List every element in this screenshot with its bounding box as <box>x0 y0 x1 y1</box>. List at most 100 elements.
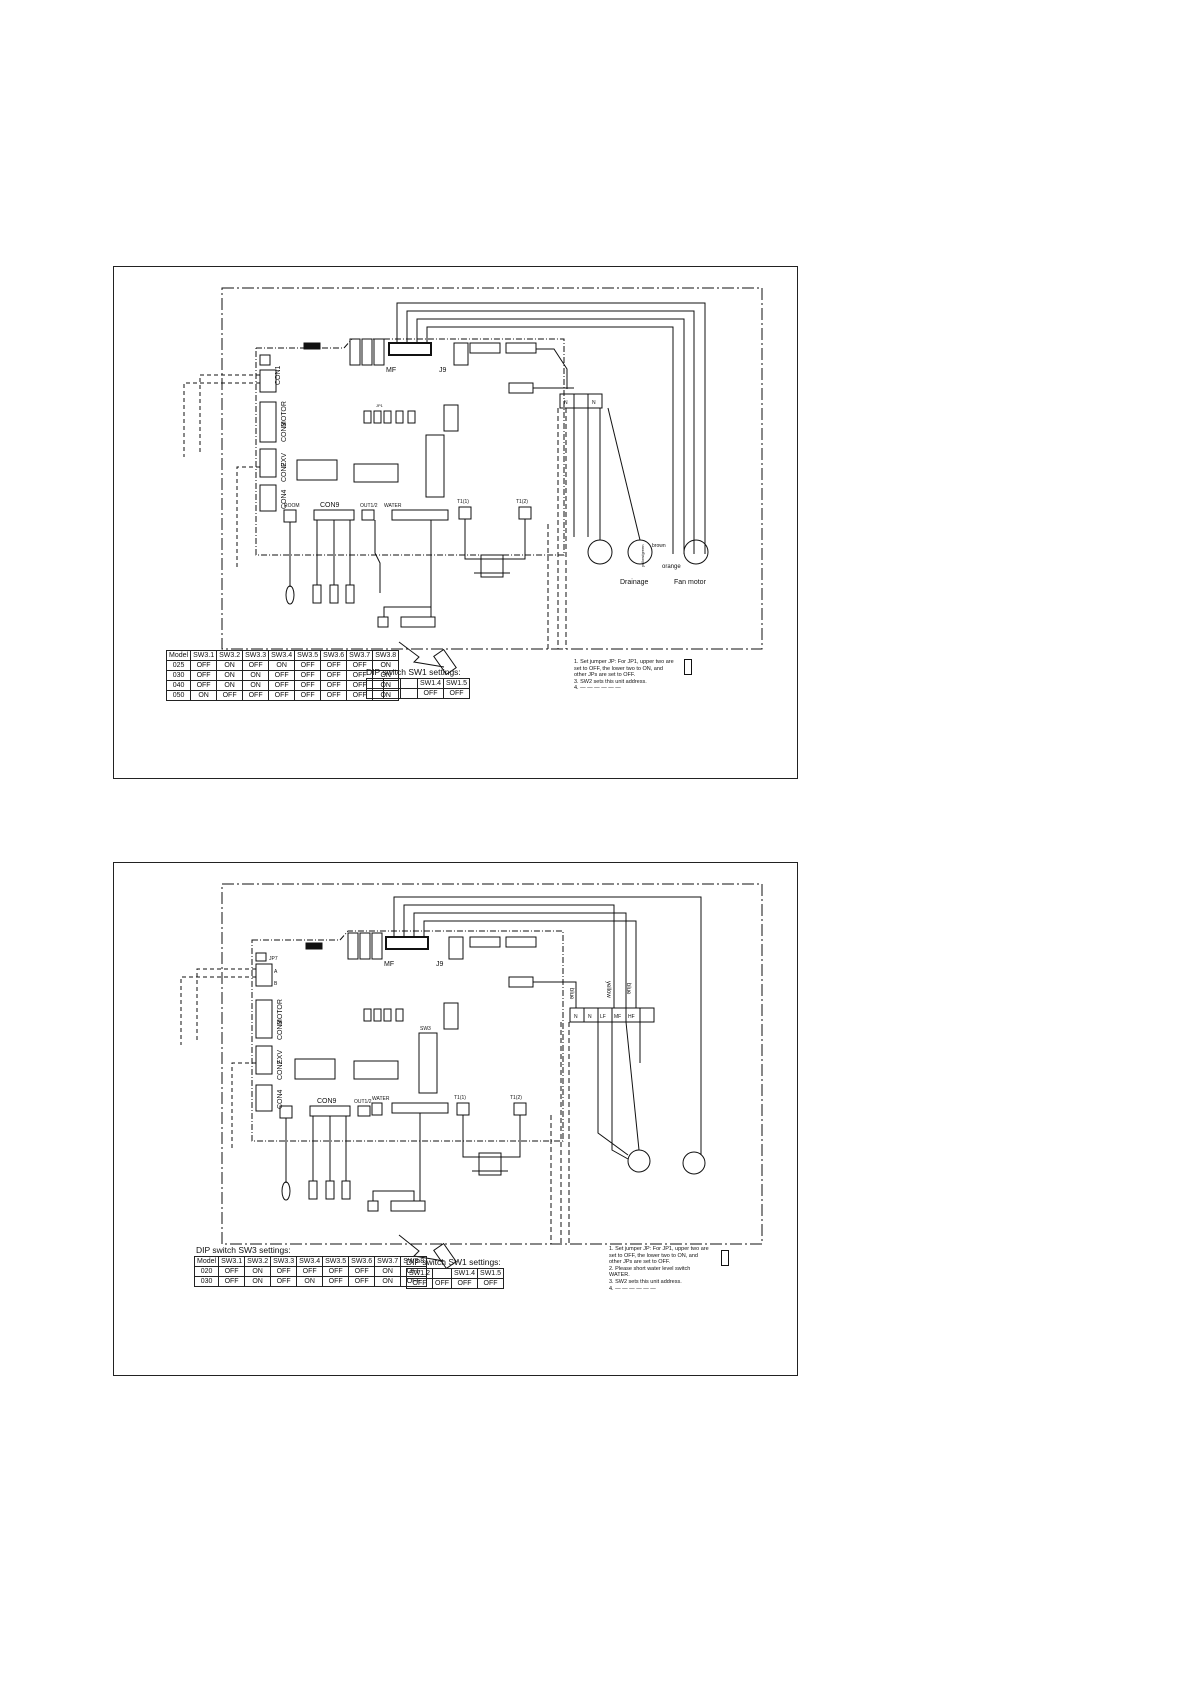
sw1-dip-switch <box>353 463 399 483</box>
fan-motor-label: Fan motor <box>674 579 707 586</box>
table-cell: ON <box>374 1266 402 1277</box>
table-cell: OFF <box>218 1266 246 1277</box>
note-line: 2. Please short water level switch <box>609 1265 691 1272</box>
table-cell: 030 <box>165 670 192 681</box>
drainage-label: Drainage <box>620 579 649 586</box>
t2-sensor-connector <box>518 506 532 520</box>
table-cell: SW3.6 <box>348 1256 376 1267</box>
jumper-icon <box>684 659 692 675</box>
display-board <box>390 1200 426 1212</box>
terminal-n-2: N <box>592 400 596 406</box>
table-cell: OFF <box>322 1276 350 1287</box>
sw3-dip-switch <box>418 1032 438 1094</box>
capacitor <box>395 1008 404 1022</box>
capacitor <box>383 1008 392 1022</box>
capacitor <box>373 410 382 424</box>
mf-connector <box>385 936 429 950</box>
water-switch <box>371 1102 383 1116</box>
table-cell: ON <box>374 1276 402 1287</box>
table-cell: 020 <box>193 1266 220 1277</box>
pcb-outline <box>255 338 565 556</box>
relay-small <box>505 342 537 354</box>
con9-connector <box>309 1105 351 1117</box>
a-b-connector <box>255 963 273 987</box>
table-cell: OFF <box>294 680 322 691</box>
brown-wire-label: brown <box>652 543 666 549</box>
con1-label: CON1 <box>275 365 282 385</box>
table-cell: ON <box>242 680 270 691</box>
con2-label: CON2 <box>281 462 288 482</box>
t1-label: T1(1) <box>454 1095 466 1101</box>
connector-bar <box>391 509 449 521</box>
table-cell: ON <box>216 660 244 671</box>
pipe-sensor <box>345 584 355 604</box>
out-label: OUT1/2 <box>354 1099 372 1105</box>
wiring-diagram-1: MF J9 CON1 MOTOR CON3 EXV CON2 CON4 ROOM… <box>183 287 763 676</box>
t2-label: T1(2) <box>516 499 528 505</box>
terminal-hf: HF <box>628 1014 635 1020</box>
sw3-caption-2: DIP switch SW3 settings: <box>196 1245 291 1255</box>
out-label: OUT1/2 <box>360 503 378 509</box>
mf-label: MF <box>386 367 396 374</box>
pipe-sensor <box>308 1180 318 1200</box>
table-cell: OFF <box>270 1276 298 1287</box>
sw2-dip-switch <box>296 459 338 481</box>
table-cell: ON <box>296 1276 324 1287</box>
transformer-block <box>443 1002 459 1030</box>
table-cell: OFF <box>320 690 348 701</box>
sw3-label: SW3 <box>420 1026 431 1032</box>
unit-enclosure <box>221 883 763 1245</box>
table-cell: SW3.2 <box>216 650 244 661</box>
table-cell: OFF <box>405 1278 434 1289</box>
drainage-pump-symbol <box>587 539 613 565</box>
pcb-outline <box>251 930 564 1142</box>
capacitor <box>395 410 404 424</box>
exv-label: EXV <box>277 1050 284 1064</box>
table-cell: SW3.3 <box>270 1256 298 1267</box>
pipe-sensor <box>329 584 339 604</box>
note-line: other JPs are set to OFF. <box>574 672 636 679</box>
motor-label: MOTOR <box>281 401 288 427</box>
capacitor <box>407 410 416 424</box>
table-cell: SW1.4 <box>451 1268 479 1279</box>
table-cell <box>400 688 418 699</box>
table-cell <box>383 678 401 689</box>
table-cell: SW3.2 <box>244 1256 272 1267</box>
note-line: 4. — — — — — — <box>609 1285 656 1292</box>
table-cell: OFF <box>348 1276 376 1287</box>
table-cell: ON <box>242 670 270 681</box>
con3-label: CON3 <box>277 1020 284 1040</box>
con9-connector <box>313 509 355 521</box>
table-cell: OFF <box>322 1266 350 1277</box>
transformer-block <box>443 404 459 432</box>
table-cell: OFF <box>294 690 322 701</box>
con4-label: CON4 <box>277 1089 284 1109</box>
table-cell: 050 <box>165 690 192 701</box>
t1-sensor-connector <box>458 506 472 520</box>
notes-1: 1. Set jumper JP: For JP1, upper two are… <box>574 659 692 692</box>
table-cell: ON <box>216 680 244 691</box>
table-cell: OFF <box>451 1278 479 1289</box>
capacitor <box>363 1008 372 1022</box>
table-cell: OFF <box>218 1276 246 1287</box>
table-cell: Model <box>165 650 192 661</box>
fuse <box>305 942 323 950</box>
table-cell: OFF <box>294 670 322 681</box>
wiring-diagram-sheet-2: MF J9 JP7 A B MOTOR CON3 EXV CON2 CON4 C… <box>113 862 798 1376</box>
terminal-n-2: N <box>588 1014 592 1020</box>
jumper-icon <box>721 1250 729 1266</box>
relay <box>347 932 359 960</box>
relay <box>359 932 371 960</box>
table-cell: OFF <box>348 1266 376 1277</box>
sw1-dip-switch <box>353 1060 399 1080</box>
t1-sensor-connector <box>456 1102 470 1116</box>
con4-connector <box>255 1084 273 1112</box>
